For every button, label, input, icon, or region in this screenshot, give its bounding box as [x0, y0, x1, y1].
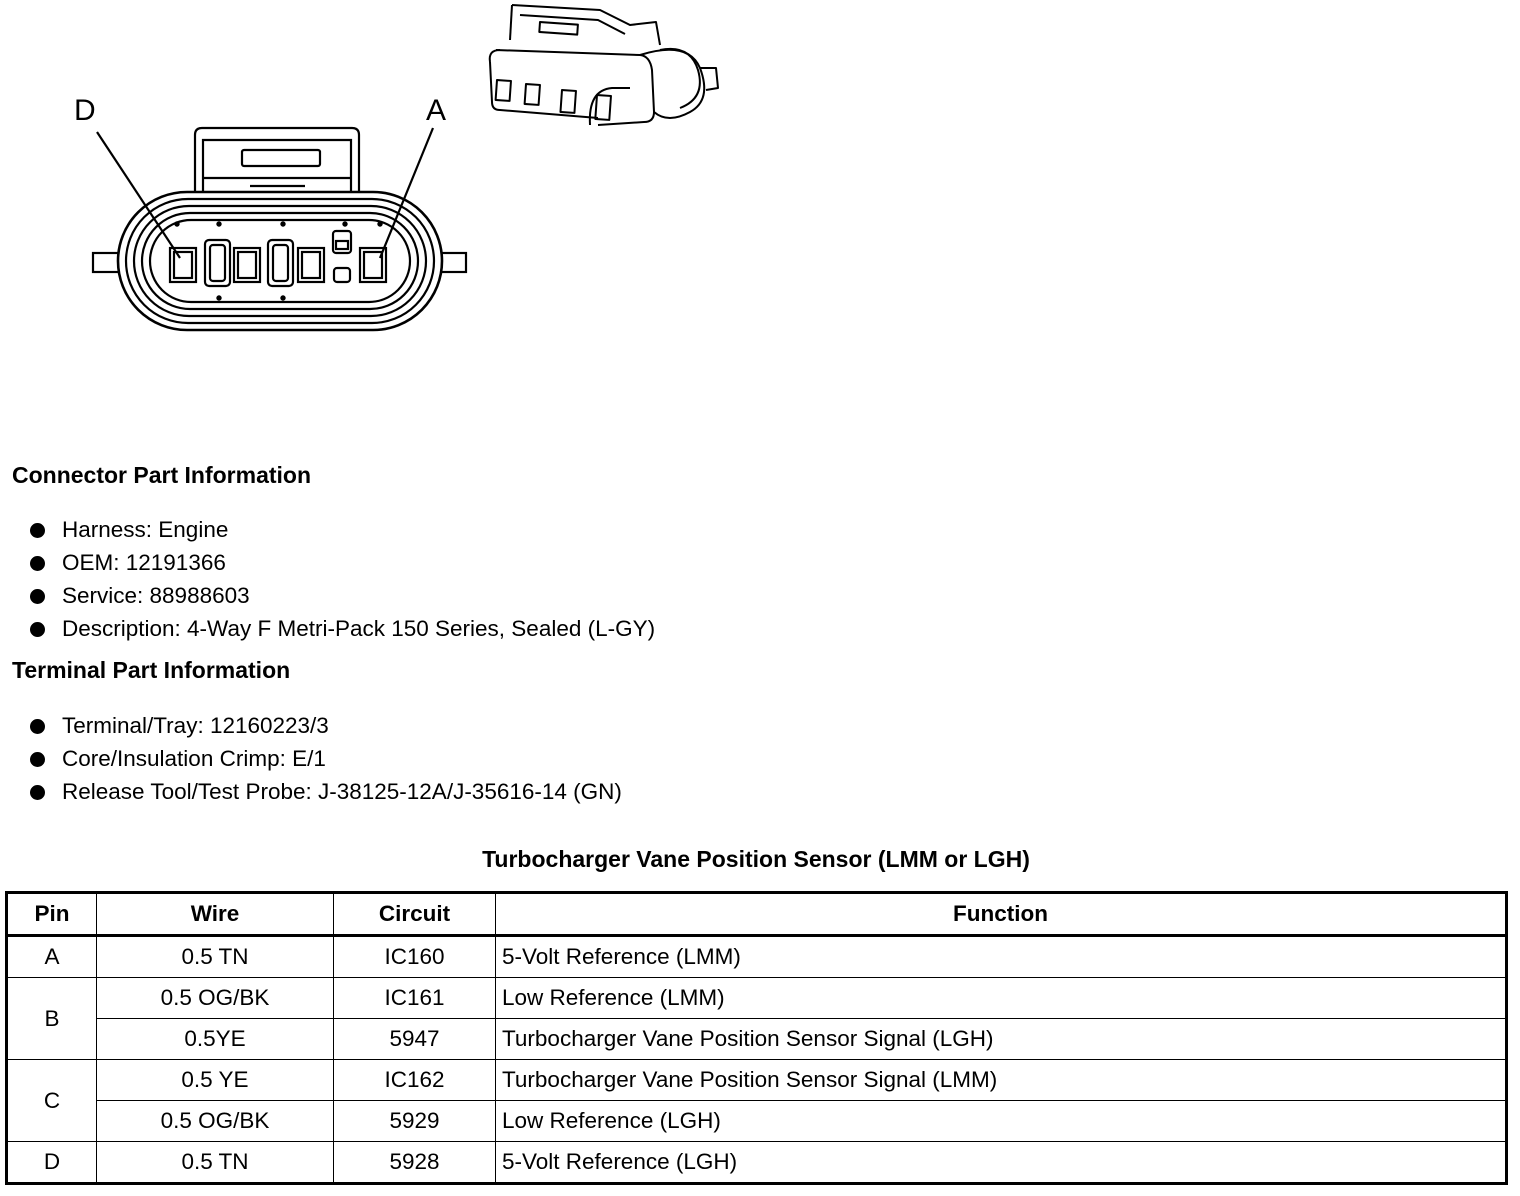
- terminal-part-info-list: Terminal/Tray: 12160223/3 Core/Insulatio…: [28, 712, 622, 811]
- cell-pin: D: [6, 1141, 97, 1184]
- cell-function: Low Reference (LMM): [495, 977, 1507, 1019]
- cell-wire: 0.5 OG/BK: [96, 1100, 334, 1142]
- table-header-row: Pin Wire Circuit Function: [6, 892, 1507, 937]
- terminal-part-info-heading: Terminal Part Information: [12, 657, 291, 683]
- pin-label-a: A: [426, 94, 446, 127]
- cell-function: Low Reference (LGH): [495, 1100, 1507, 1142]
- cell-circuit: 5928: [333, 1141, 496, 1184]
- connector-part-info-list: Harness: Engine OEM: 12191366 Service: 8…: [28, 516, 655, 648]
- cell-function: Turbocharger Vane Position Sensor Signal…: [495, 1059, 1507, 1101]
- pin-label-d: D: [74, 94, 96, 127]
- cell-pin: A: [6, 935, 97, 978]
- bullet-icon: [30, 719, 45, 734]
- cell-wire: 0.5YE: [96, 1018, 334, 1060]
- table-row: C 0.5 YE IC162 Turbocharger Vane Positio…: [6, 1059, 1507, 1142]
- table-title: Turbocharger Vane Position Sensor (LMM o…: [482, 846, 1030, 872]
- cell-circuit: IC160: [333, 935, 496, 978]
- pinout-table: Pin Wire Circuit Function A 0.5 TN IC160…: [5, 891, 1508, 1185]
- connector-part-info-heading: Connector Part Information: [12, 462, 312, 488]
- cell-function: 5-Volt Reference (LGH): [495, 1141, 1507, 1184]
- connector-face-view: [91, 126, 468, 332]
- list-item: Service: 88988603: [28, 582, 655, 615]
- header-function: Function: [495, 892, 1507, 937]
- bullet-icon: [30, 523, 45, 538]
- table-row: B 0.5 OG/BK IC161 Low Reference (LMM): [6, 977, 1507, 1060]
- list-item: Core/Insulation Crimp: E/1: [28, 745, 622, 778]
- cell-circuit: IC162: [333, 1059, 496, 1101]
- table-row: 0.5 OG/BK 5929 Low Reference (LGH): [7, 1100, 1507, 1142]
- cell-wire: 0.5 TN: [96, 1141, 334, 1184]
- connector-isometric-view: [488, 4, 719, 126]
- cell-circuit: 5947: [333, 1018, 496, 1060]
- bullet-icon: [30, 752, 45, 767]
- header-wire: Wire: [96, 892, 334, 937]
- table-row: D 0.5 TN 5928 5-Volt Reference (LGH): [6, 1141, 1507, 1184]
- cell-circuit: 5929: [333, 1100, 496, 1142]
- list-item: Harness: Engine: [28, 516, 655, 549]
- list-item: OEM: 12191366: [28, 549, 655, 582]
- header-pin: Pin: [6, 892, 97, 937]
- cell-pin: B: [6, 977, 97, 1060]
- table-row: 0.5YE 5947 Turbocharger Vane Position Se…: [7, 1018, 1507, 1060]
- cell-wire: 0.5 OG/BK: [96, 977, 334, 1019]
- bullet-icon: [30, 589, 45, 604]
- list-item: Description: 4-Way F Metri-Pack 150 Seri…: [28, 615, 655, 648]
- cell-function: Turbocharger Vane Position Sensor Signal…: [495, 1018, 1507, 1060]
- cell-wire: 0.5 YE: [96, 1059, 334, 1101]
- bullet-icon: [30, 785, 45, 800]
- connector-diagram: D A: [74, 4, 719, 332]
- list-item: Terminal/Tray: 12160223/3: [28, 712, 622, 745]
- table-row: A 0.5 TN IC160 5-Volt Reference (LMM): [6, 935, 1507, 978]
- cell-function: 5-Volt Reference (LMM): [495, 935, 1507, 978]
- bullet-icon: [30, 556, 45, 571]
- bullet-icon: [30, 622, 45, 637]
- cell-circuit: IC161: [333, 977, 496, 1019]
- list-item: Release Tool/Test Probe: J-38125-12A/J-3…: [28, 778, 622, 811]
- cell-wire: 0.5 TN: [96, 935, 334, 978]
- cell-pin: C: [6, 1059, 97, 1142]
- header-circuit: Circuit: [333, 892, 496, 937]
